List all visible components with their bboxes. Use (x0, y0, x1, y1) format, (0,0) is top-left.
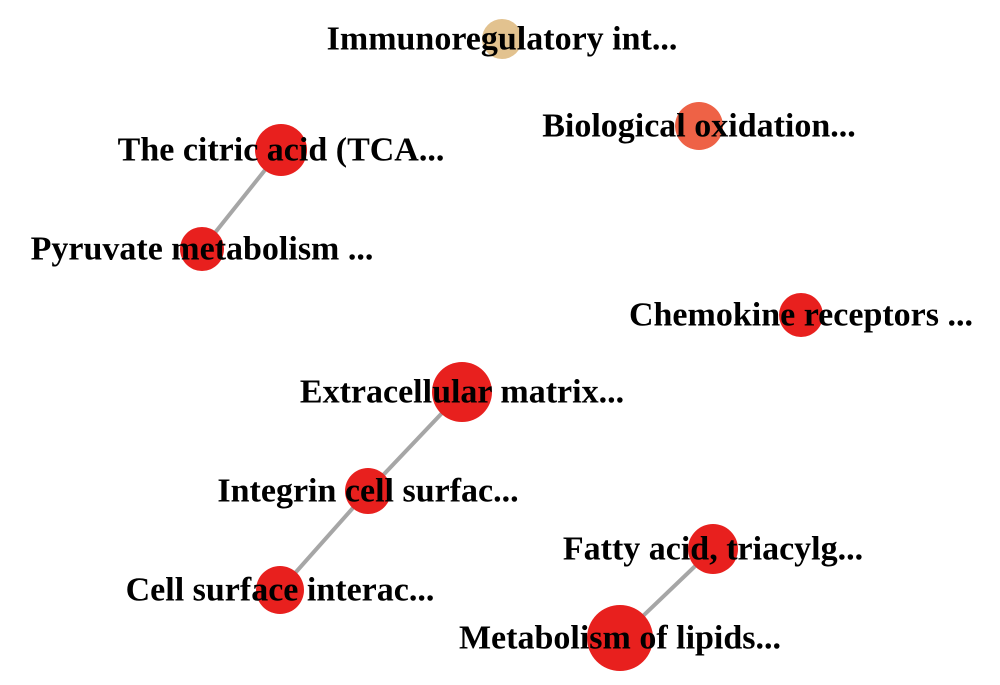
node-label-immunoregulatory: Immunoregulatory int... (327, 21, 678, 58)
node-label-fatty-acid: Fatty acid, triacylg... (563, 531, 863, 568)
node-chemokine[interactable] (779, 293, 823, 337)
node-cell-surface[interactable] (256, 566, 304, 614)
node-label-pyruvate: Pyruvate metabolism ... (31, 231, 374, 268)
node-label-integrin: Integrin cell surfac... (217, 473, 518, 510)
node-lipids[interactable] (587, 605, 653, 671)
node-label-biological-oxidation: Biological oxidation... (542, 108, 856, 145)
node-citric-acid[interactable] (255, 124, 307, 176)
node-label-lipids: Metabolism of lipids... (459, 620, 781, 657)
node-label-citric-acid: The citric acid (TCA... (118, 132, 445, 169)
node-fatty-acid[interactable] (688, 524, 738, 574)
node-label-cell-surface: Cell surface interac... (126, 572, 435, 609)
node-label-extracellular: Extracellular matrix... (300, 374, 624, 411)
node-integrin[interactable] (345, 468, 391, 514)
node-label-chemokine: Chemokine receptors ... (629, 297, 973, 334)
node-biological-oxidation[interactable] (675, 102, 723, 150)
node-pyruvate[interactable] (180, 227, 224, 271)
nodes-layer (180, 19, 823, 671)
node-immunoregulatory[interactable] (482, 19, 522, 59)
node-extracellular[interactable] (432, 362, 492, 422)
labels-layer: Immunoregulatory int... Biological oxidat… (31, 21, 973, 657)
